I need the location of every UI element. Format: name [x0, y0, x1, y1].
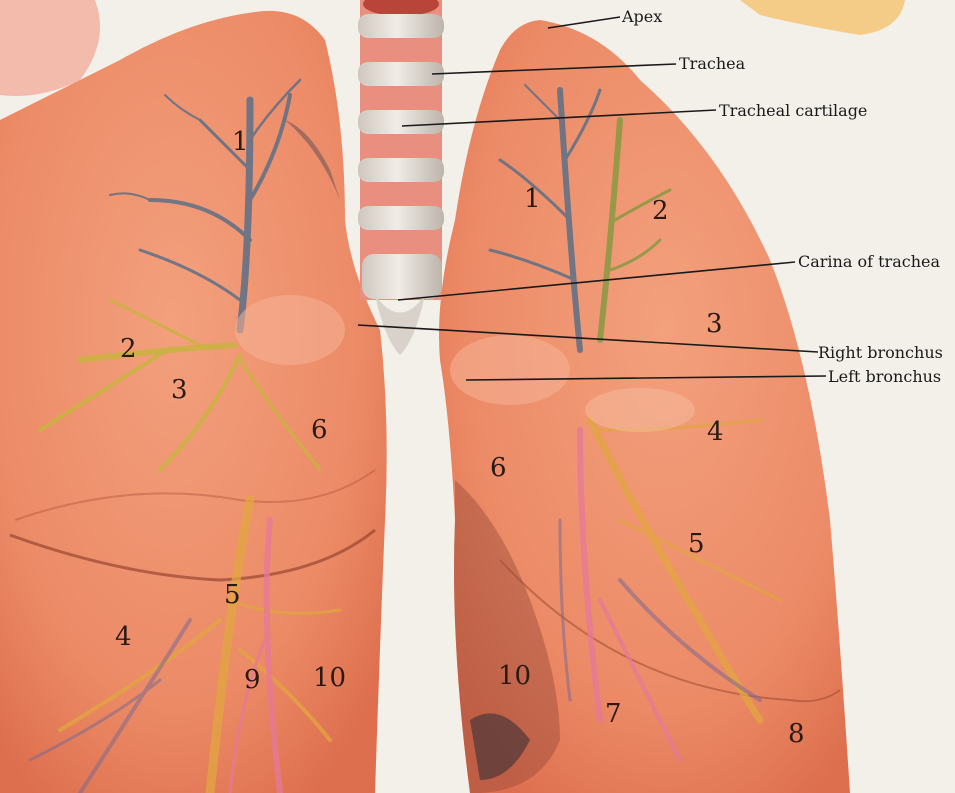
apex-label: Apex	[621, 7, 662, 26]
trachea	[358, 0, 444, 355]
left-segment-5: 5	[688, 529, 705, 559]
left-bronchus-label: Left bronchus	[828, 367, 941, 386]
apex-leader	[548, 17, 620, 28]
top-right-decoration	[740, 0, 905, 35]
right-segment-2: 2	[120, 334, 137, 364]
carina	[375, 295, 425, 355]
trachea-label: Trachea	[679, 54, 746, 73]
right-segment-9: 9	[244, 665, 261, 695]
left-segment-8: 8	[788, 719, 805, 749]
left-segment-1: 1	[524, 184, 541, 214]
left-segment-6: 6	[490, 453, 507, 483]
left-segment-7: 7	[605, 699, 622, 729]
right-segment-1: 1	[232, 127, 249, 157]
right-segment-6: 6	[311, 415, 328, 445]
right-segment-3: 3	[171, 375, 188, 405]
tracheal-cartilage-label: Tracheal cartilage	[719, 101, 867, 120]
left-segment-4: 4	[707, 417, 724, 447]
right-segment-5: 5	[224, 580, 241, 610]
left-segment-10: 10	[498, 661, 531, 691]
carina-label: Carina of trachea	[798, 252, 940, 271]
left-segment-3: 3	[706, 309, 723, 339]
left-segment-2: 2	[652, 196, 669, 226]
right-segment-4: 4	[115, 622, 132, 652]
right-bronchus-label: Right bronchus	[818, 343, 943, 362]
right-segment-10: 10	[313, 663, 346, 693]
